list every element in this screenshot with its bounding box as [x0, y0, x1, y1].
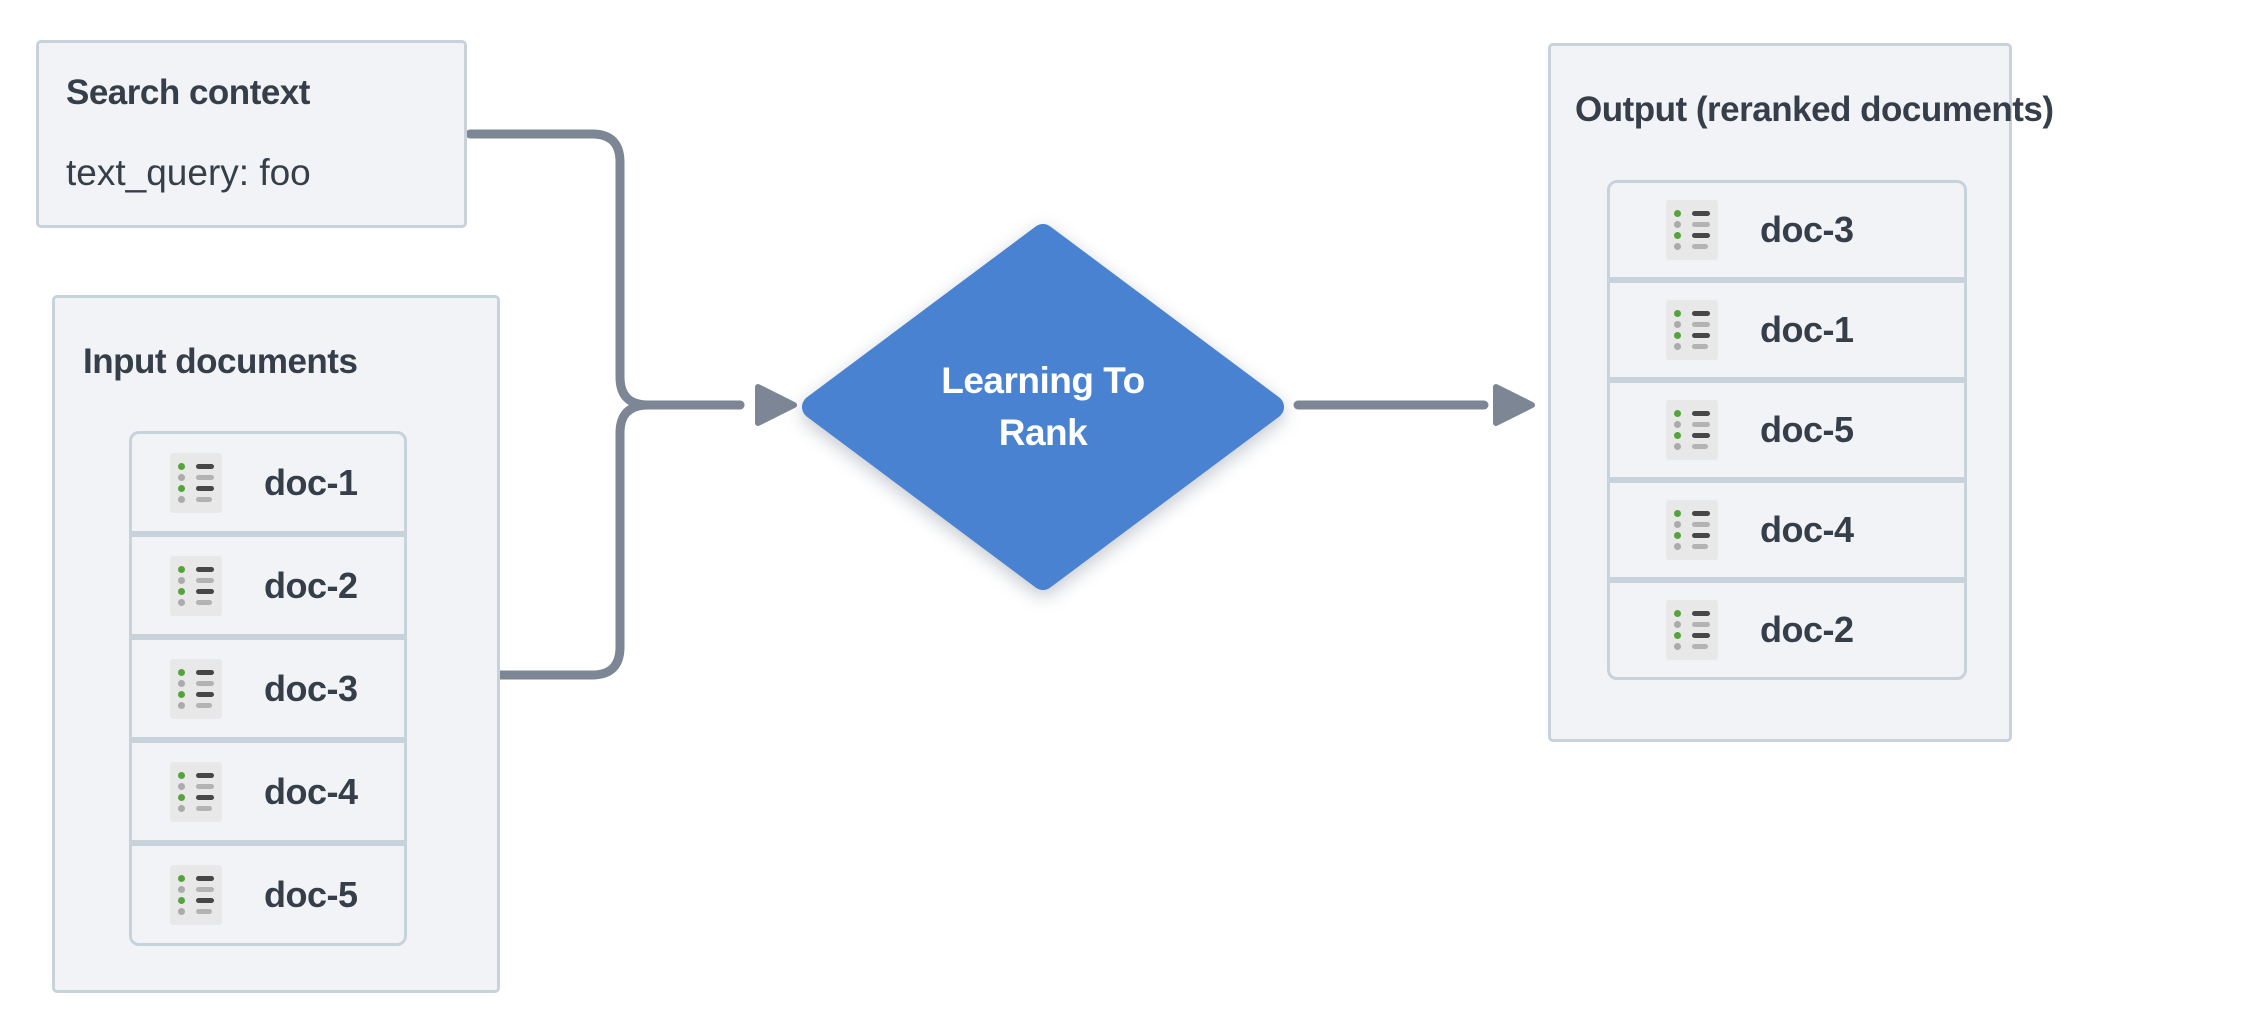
list-icon [170, 658, 222, 719]
learning-to-rank-label-line1: Learning To [941, 360, 1145, 401]
search-context-node: Search context text_query: foo [36, 40, 467, 228]
input-doc-list: doc-1 doc-2 doc-3 [129, 431, 407, 946]
doc-label: doc-5 [264, 873, 358, 915]
learning-to-rank-node: Learning To Rank [798, 220, 1288, 594]
list-icon [170, 864, 222, 925]
doc-row: doc-2 [129, 534, 407, 637]
doc-label: doc-2 [264, 564, 358, 606]
doc-row: doc-3 [1607, 180, 1967, 280]
doc-row: doc-3 [129, 637, 407, 740]
list-icon [1666, 200, 1718, 260]
doc-row: doc-2 [1607, 580, 1967, 680]
search-context-query: text_query: foo [66, 152, 311, 193]
doc-row: doc-1 [1607, 280, 1967, 380]
output-documents-node: Output (reranked documents) doc-3 [1548, 43, 2054, 742]
doc-row: doc-1 [129, 431, 407, 534]
input-documents-title: Input documents [83, 342, 358, 381]
diamond-shape [802, 224, 1284, 590]
learning-to-rank-label-line2: Rank [998, 412, 1088, 453]
list-icon [1666, 500, 1718, 560]
search-context-title: Search context [66, 73, 310, 112]
doc-row: doc-4 [1607, 480, 1967, 580]
doc-row: doc-4 [129, 740, 407, 843]
doc-label: doc-5 [1760, 409, 1854, 450]
output-documents-title: Output (reranked documents) [1575, 90, 2054, 129]
list-icon [1666, 400, 1718, 460]
doc-label: doc-3 [264, 667, 358, 709]
doc-row: doc-5 [129, 843, 407, 946]
list-icon [170, 452, 222, 513]
doc-label: doc-4 [1760, 509, 1854, 550]
output-doc-list: doc-3 doc-1 doc-5 [1607, 180, 1967, 680]
connector-inputs-to-junction [495, 400, 745, 680]
list-icon [170, 761, 222, 822]
learning-to-rank-label: Learning To Rank [798, 220, 1288, 594]
list-icon [1666, 600, 1718, 660]
doc-label: doc-1 [1760, 309, 1854, 350]
list-icon [1666, 300, 1718, 360]
doc-row: doc-5 [1607, 380, 1967, 480]
connector-search-to-junction [465, 129, 745, 410]
list-icon [170, 555, 222, 616]
doc-label: doc-3 [1760, 209, 1854, 250]
arrowhead-into-diamond [755, 384, 797, 426]
doc-label: doc-1 [264, 461, 358, 503]
doc-label: doc-2 [1760, 609, 1854, 650]
input-documents-node: Input documents doc-1 doc-2 [52, 295, 500, 993]
arrowhead-into-output [1493, 384, 1535, 426]
doc-label: doc-4 [264, 770, 358, 812]
